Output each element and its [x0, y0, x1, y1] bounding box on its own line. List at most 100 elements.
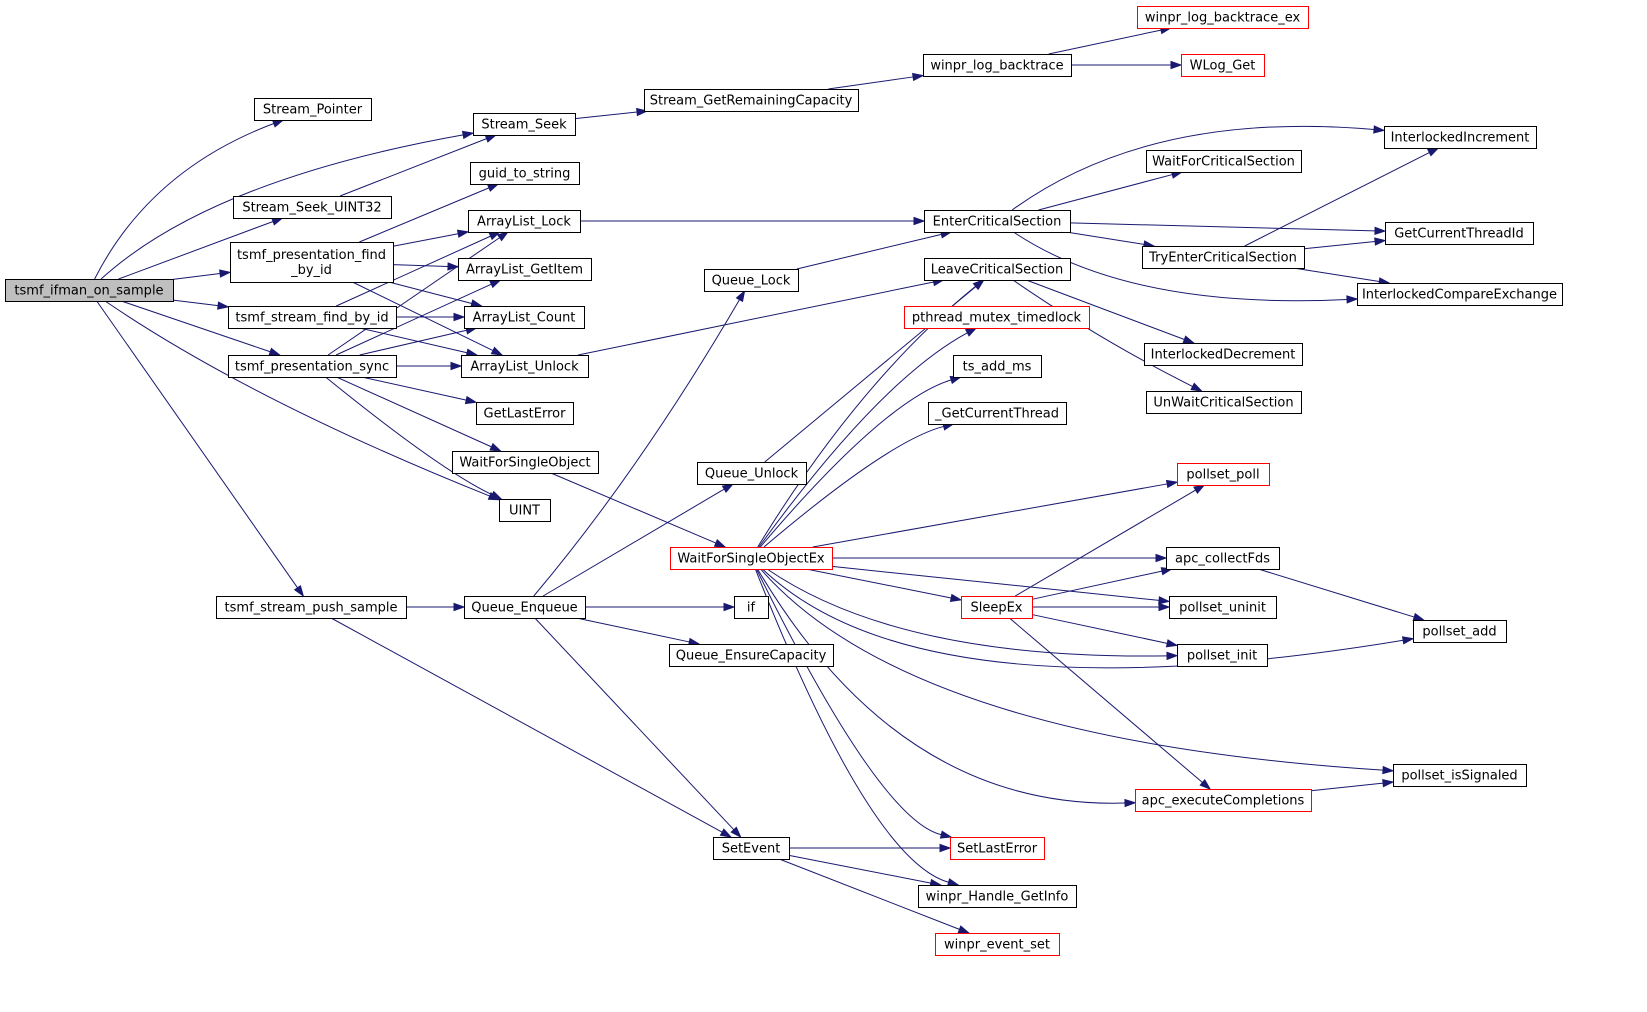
- node-box[interactable]: [1135, 789, 1312, 812]
- node-box[interactable]: [216, 596, 407, 619]
- function-node-interlockeddecrement[interactable]: InterlockedDecrement: [1144, 343, 1303, 366]
- function-node-sleepex[interactable]: SleepEx: [961, 596, 1033, 619]
- function-node-stream-pointer[interactable]: Stream_Pointer: [254, 98, 372, 121]
- node-box[interactable]: [713, 837, 790, 860]
- function-node-winpr-event-set[interactable]: winpr_event_set: [935, 933, 1060, 956]
- function-node-ts-add-ms[interactable]: ts_add_ms: [953, 355, 1042, 378]
- function-node-wlog-get[interactable]: WLog_Get: [1181, 54, 1265, 77]
- node-box[interactable]: [228, 355, 397, 378]
- node-box[interactable]: [704, 269, 799, 292]
- node-box[interactable]: [1146, 391, 1302, 414]
- function-node-interlockedcompareexchange[interactable]: InterlockedCompareExchange: [1357, 283, 1563, 306]
- function-node-interlockedincrement[interactable]: InterlockedIncrement: [1384, 126, 1537, 149]
- function-node-waitforsingleobject[interactable]: WaitForSingleObject: [452, 451, 599, 474]
- node-box[interactable]: [1357, 283, 1563, 306]
- node-box[interactable]: [644, 89, 859, 112]
- node-box[interactable]: [464, 306, 585, 329]
- node-box[interactable]: [669, 644, 834, 667]
- node-box[interactable]: [228, 306, 397, 329]
- function-node-arraylist-count[interactable]: ArrayList_Count: [464, 306, 585, 329]
- function-node-leavecriticalsection[interactable]: LeaveCriticalSection: [924, 258, 1071, 281]
- function-node-winpr-log-backtrace-ex[interactable]: winpr_log_backtrace_ex: [1137, 6, 1309, 29]
- node-box[interactable]: [1413, 620, 1507, 643]
- function-node-waitforsingleobjectex[interactable]: WaitForSingleObjectEx: [670, 547, 833, 570]
- function-node-arraylist-lock[interactable]: ArrayList_Lock: [468, 210, 581, 233]
- function-node-tsmf-presentation-find-by-id[interactable]: tsmf_presentation_find_by_id: [230, 242, 394, 283]
- node-box[interactable]: [254, 98, 372, 121]
- node-box[interactable]: [924, 210, 1071, 233]
- node-box[interactable]: [961, 596, 1033, 619]
- node-box[interactable]: [1166, 547, 1280, 570]
- function-node-waitforcriticalsection[interactable]: WaitForCriticalSection: [1146, 150, 1302, 173]
- node-box[interactable]: [670, 547, 833, 570]
- node-box[interactable]: [458, 258, 592, 281]
- function-node-pollset-poll[interactable]: pollset_poll: [1177, 463, 1270, 486]
- function-node-pollset-uninit[interactable]: pollset_uninit: [1169, 596, 1277, 619]
- node-box[interactable]: [5, 279, 174, 302]
- node-box[interactable]: [1181, 54, 1265, 77]
- node-box[interactable]: [918, 885, 1077, 908]
- node-box[interactable]: [233, 196, 392, 219]
- function-node-winpr-log-backtrace[interactable]: winpr_log_backtrace: [923, 54, 1072, 77]
- function-node-getcurrentthreadid[interactable]: GetCurrentThreadId: [1385, 222, 1534, 245]
- function-node-pollset-issignaled[interactable]: pollset_isSignaled: [1393, 764, 1527, 787]
- node-box[interactable]: [464, 596, 586, 619]
- node-box[interactable]: [461, 355, 589, 378]
- function-node-stream-seek[interactable]: Stream_Seek: [473, 113, 576, 136]
- function-node-uint[interactable]: UINT: [499, 499, 551, 522]
- function-node-guid-to-string[interactable]: guid_to_string: [470, 162, 580, 185]
- node-box[interactable]: [476, 402, 574, 425]
- function-node-stream-seek-uint32[interactable]: Stream_Seek_UINT32: [233, 196, 392, 219]
- function-node-entercriticalsection[interactable]: EnterCriticalSection: [924, 210, 1071, 233]
- node-box[interactable]: [1137, 6, 1309, 29]
- function-node-apc-collectfds[interactable]: apc_collectFds: [1166, 547, 1280, 570]
- function-node-stream-getremainingcapacity[interactable]: Stream_GetRemainingCapacity: [644, 89, 859, 112]
- node-box[interactable]: [1385, 222, 1534, 245]
- function-node-pollset-init[interactable]: pollset_init: [1177, 644, 1268, 667]
- function-node-if[interactable]: if: [734, 596, 769, 619]
- node-box[interactable]: [734, 596, 769, 619]
- node-box[interactable]: [697, 462, 807, 485]
- node-box[interactable]: [230, 242, 394, 283]
- node-box[interactable]: [953, 355, 1042, 378]
- node-box[interactable]: [1144, 343, 1303, 366]
- function-node-queue-enqueue[interactable]: Queue_Enqueue: [464, 596, 586, 619]
- node-box[interactable]: [1146, 150, 1302, 173]
- function-node-queue-ensurecapacity[interactable]: Queue_EnsureCapacity: [669, 644, 834, 667]
- function-node-getlasterror[interactable]: GetLastError: [476, 402, 574, 425]
- function-node-tsmf-stream-find-by-id[interactable]: tsmf_stream_find_by_id: [228, 306, 397, 329]
- node-box[interactable]: [928, 402, 1067, 425]
- node-box[interactable]: [935, 933, 1060, 956]
- function-node-unwaitcriticalsection[interactable]: UnWaitCriticalSection: [1146, 391, 1302, 414]
- node-box[interactable]: [1142, 246, 1305, 269]
- node-box[interactable]: [473, 113, 576, 136]
- node-box[interactable]: [1384, 126, 1537, 149]
- function-node-getcurrentthread[interactable]: _GetCurrentThread: [928, 402, 1067, 425]
- function-node-tsmf-presentation-sync[interactable]: tsmf_presentation_sync: [228, 355, 397, 378]
- node-box[interactable]: [904, 306, 1090, 329]
- node-box[interactable]: [499, 499, 551, 522]
- function-node-arraylist-getitem[interactable]: ArrayList_GetItem: [458, 258, 592, 281]
- node-box[interactable]: [1169, 596, 1277, 619]
- function-node-queue-lock[interactable]: Queue_Lock: [704, 269, 799, 292]
- node-box[interactable]: [1177, 463, 1270, 486]
- function-node-apc-executecompletions[interactable]: apc_executeCompletions: [1135, 789, 1312, 812]
- function-node-setevent[interactable]: SetEvent: [713, 837, 790, 860]
- function-node-arraylist-unlock[interactable]: ArrayList_Unlock: [461, 355, 589, 378]
- node-box[interactable]: [923, 54, 1072, 77]
- node-box[interactable]: [924, 258, 1071, 281]
- node-box[interactable]: [950, 837, 1045, 860]
- node-box[interactable]: [1177, 644, 1268, 667]
- function-node-tryentercriticalsection[interactable]: TryEnterCriticalSection: [1142, 246, 1305, 269]
- node-box[interactable]: [452, 451, 599, 474]
- node-box[interactable]: [470, 162, 580, 185]
- function-node-queue-unlock[interactable]: Queue_Unlock: [697, 462, 807, 485]
- function-node-pthread-mutex-timedlock[interactable]: pthread_mutex_timedlock: [904, 306, 1090, 329]
- function-node-setlasterror[interactable]: SetLastError: [950, 837, 1045, 860]
- node-box[interactable]: [468, 210, 581, 233]
- function-node-tsmf-ifman-on-sample[interactable]: tsmf_ifman_on_sample: [5, 279, 174, 302]
- function-node-tsmf-stream-push-sample[interactable]: tsmf_stream_push_sample: [216, 596, 407, 619]
- function-node-winpr-handle-getinfo[interactable]: winpr_Handle_GetInfo: [918, 885, 1077, 908]
- node-box[interactable]: [1393, 764, 1527, 787]
- function-node-pollset-add[interactable]: pollset_add: [1413, 620, 1507, 643]
